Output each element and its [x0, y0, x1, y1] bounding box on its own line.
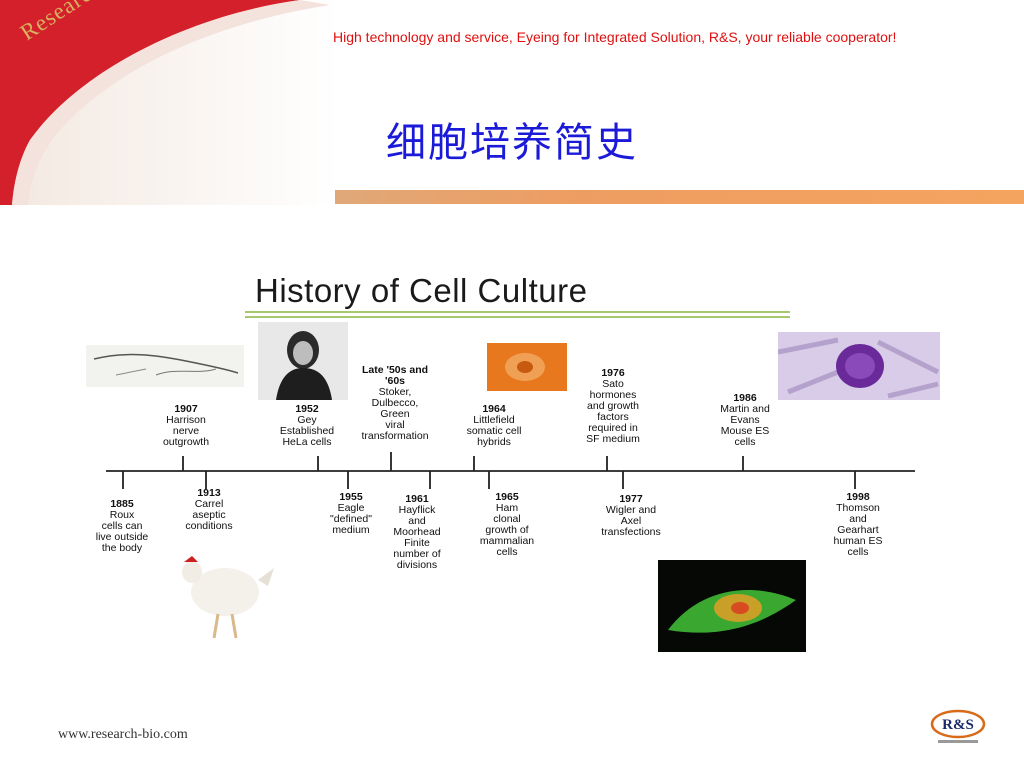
es-cell-micrograph: [778, 332, 940, 400]
event-year: 1976: [601, 367, 625, 379]
event-year: 1961: [405, 493, 429, 505]
gey-portrait-photo: [258, 322, 348, 400]
event-description: Martin and Evans Mouse ES cells: [720, 403, 770, 448]
header-divider: [335, 190, 1024, 204]
event-year: 1952: [295, 403, 319, 415]
event-description: Ham clonal growth of mammalian cells: [479, 502, 535, 558]
event-year: 1998: [846, 491, 870, 503]
event-description: Roux cells can live outside the body: [95, 509, 149, 554]
rs-brand-logo: R&S: [930, 709, 986, 743]
timeline-title-rule: [245, 316, 790, 318]
event-description: Wigler and Axel transfections: [601, 504, 661, 538]
event-year: 1977: [619, 493, 643, 505]
event-year: Late '50s and '60s: [361, 364, 429, 387]
event-year: 1964: [482, 403, 506, 415]
event-year: 1907: [174, 403, 198, 415]
hybrid-cell-image: [487, 343, 567, 391]
timeline-title-rule: [245, 311, 790, 313]
event-year: 1885: [110, 498, 134, 510]
roux-sketch-image: [86, 345, 244, 387]
header-tagline: High technology and service, Eyeing for …: [333, 29, 897, 45]
event-description: Carrel aseptic conditions: [185, 498, 233, 532]
chicken-photo: [182, 556, 274, 639]
event-description: Sato hormones and growth factors require…: [586, 378, 640, 445]
slide-title: 细胞培养简史: [386, 120, 638, 166]
transfection-fluorescence-image: [658, 560, 806, 652]
event-description: Littlefield somatic cell hybrids: [466, 414, 522, 448]
event-description: Harrison nerve outgrowth: [162, 414, 210, 448]
logo-wordmark: R&S: [942, 717, 974, 733]
event-year: 1913: [197, 487, 221, 499]
event-year: 1986: [733, 392, 757, 404]
event-year: 1955: [339, 491, 363, 503]
event-description: Thomson and Gearhart human ES cells: [833, 502, 883, 558]
event-description: Gey Established HeLa cells: [279, 414, 335, 448]
event-description: Stoker, Dulbecco, Green viral transforma…: [361, 386, 429, 442]
event-description: Eagle "defined" medium: [330, 502, 372, 536]
timeline-title: History of Cell Culture: [255, 272, 588, 309]
event-year: 1965: [495, 491, 519, 503]
header-swoosh-graphic: [0, 0, 340, 205]
footer-website-url: www.research-bio.com: [58, 727, 188, 742]
event-description: Hayflick and Moorhead Finite number of d…: [393, 504, 441, 571]
